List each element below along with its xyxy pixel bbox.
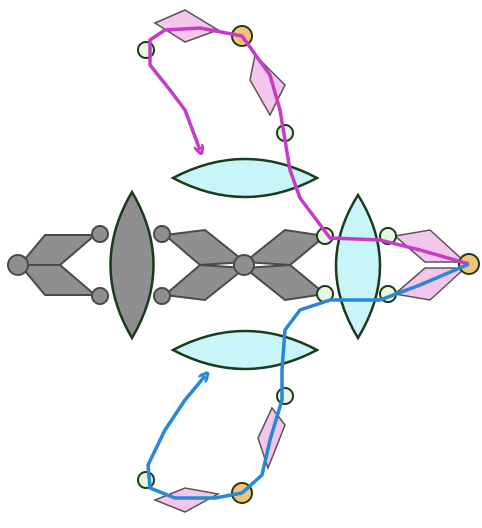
gray-diamond xyxy=(20,235,95,265)
gray-node xyxy=(234,255,254,275)
gray-node xyxy=(154,226,170,242)
light-node xyxy=(138,472,154,488)
gray-node xyxy=(154,288,170,304)
left-gray-assembly xyxy=(8,192,325,338)
pink-diamond xyxy=(155,488,218,512)
cyan-lens-right xyxy=(336,195,380,338)
gray-diamond xyxy=(245,265,325,300)
gray-diamond xyxy=(20,265,95,295)
gray-diamond xyxy=(245,230,325,265)
gray-lens xyxy=(111,192,154,338)
gray-node xyxy=(92,226,108,242)
cyan-lens-bottom xyxy=(173,331,317,369)
gray-node xyxy=(92,288,108,304)
cyan-lens-top xyxy=(173,159,317,197)
pink-diamond xyxy=(395,268,465,300)
magenta-path xyxy=(150,28,469,264)
light-node xyxy=(277,388,293,404)
pink-diamond xyxy=(155,10,218,42)
gray-diamond xyxy=(165,265,245,300)
gray-diamond xyxy=(165,230,245,265)
gray-node xyxy=(8,255,28,275)
